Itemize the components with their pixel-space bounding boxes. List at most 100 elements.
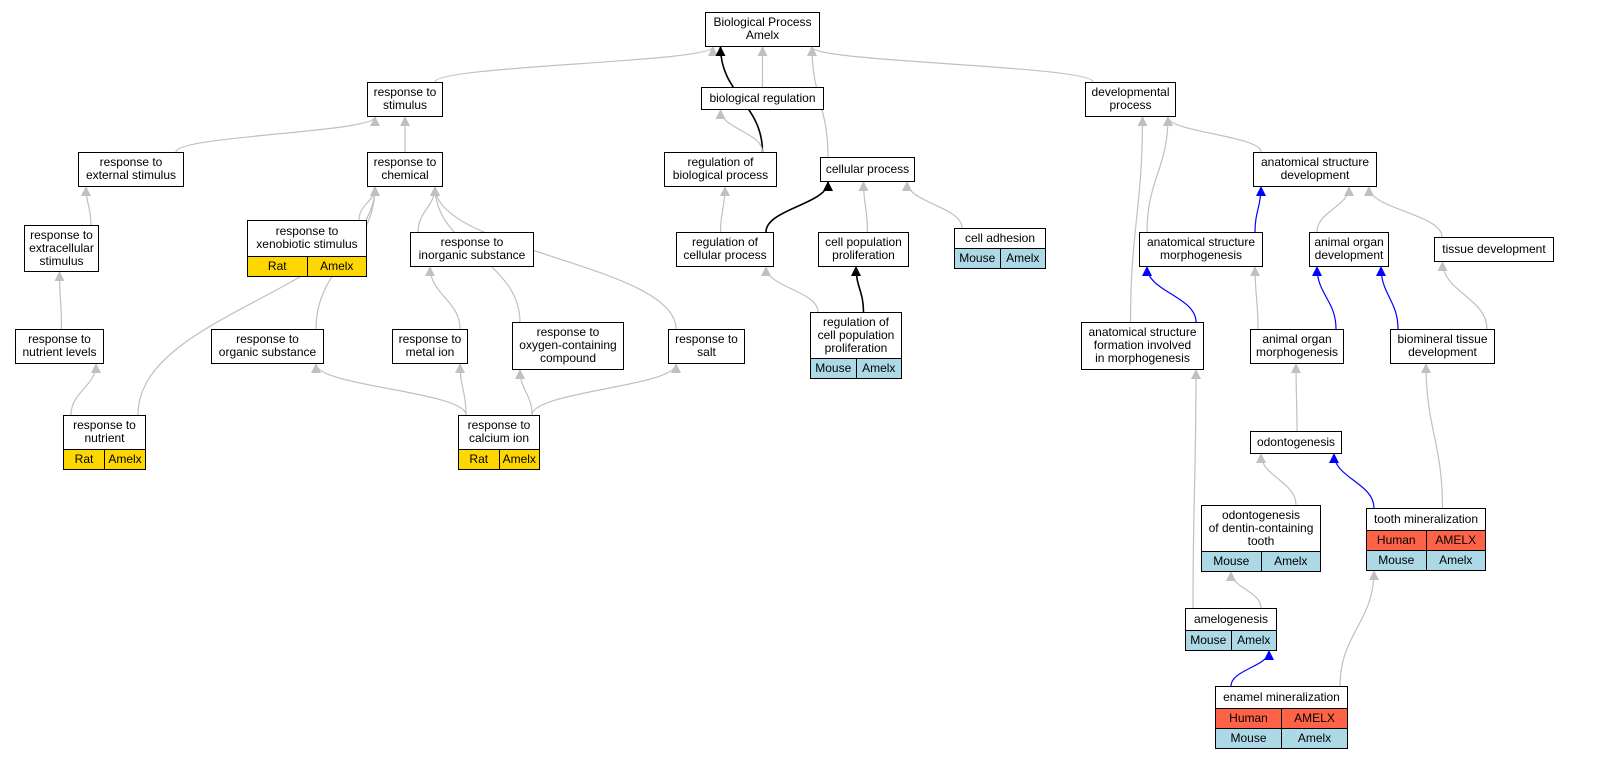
- node-odontogenesis-dentin[interactable]: odontogenesis of dentin-containing tooth…: [1201, 505, 1321, 572]
- node-response-to-external-stimulus[interactable]: response to external stimulus: [78, 152, 184, 187]
- species-cell: Rat: [469, 451, 489, 466]
- node-bp[interactable]: Biological Process Amelx: [705, 12, 820, 47]
- gene-cell: Amelx: [104, 449, 145, 469]
- regulates-edge: [765, 181, 833, 233]
- node-response-to-oxygen-containing-compound[interactable]: response to oxygen-containing compound: [512, 322, 624, 370]
- node-response-to-metal-ion[interactable]: response to metal ion: [392, 329, 468, 364]
- node-label: biological regulation: [709, 90, 816, 105]
- gene-cell: Amelx: [1281, 728, 1347, 748]
- species-cell: Mouse: [959, 250, 996, 265]
- is-a-edge: [1163, 116, 1262, 153]
- node-label: cellular process: [825, 161, 910, 176]
- node-response-to-salt[interactable]: response to salt: [668, 329, 745, 364]
- is-a-edge: [430, 186, 677, 330]
- node-label: tooth mineralization: [1373, 511, 1479, 526]
- is-a-edge: [1291, 363, 1302, 432]
- node-odontogenesis[interactable]: odontogenesis: [1250, 431, 1342, 454]
- node-label: cell population proliferation: [825, 235, 902, 263]
- gene-cell: Amelx: [999, 248, 1046, 268]
- node-regulation-of-cellular-process[interactable]: regulation of cellular process: [676, 232, 774, 267]
- node-label: response to extracellular stimulus: [29, 227, 94, 268]
- node-developmental-process[interactable]: developmental process: [1085, 82, 1176, 117]
- is-a-edge: [311, 363, 467, 416]
- node-response-to-chemical[interactable]: response to chemical: [367, 152, 443, 187]
- node-anatomical-structure-morphogenesis[interactable]: anatomical structure morphogenesis: [1139, 232, 1263, 267]
- is-a-edge: [1226, 571, 1262, 609]
- is-a-edge: [425, 266, 461, 330]
- node-label: animal organ morphogenesis: [1255, 332, 1339, 360]
- is-a-edge: [1190, 369, 1201, 609]
- node-label: response to oxygen-containing compound: [519, 325, 617, 366]
- node-label: response to stimulus: [373, 85, 437, 113]
- part-of-edge: [1329, 453, 1375, 509]
- node-label: response to inorganic substance: [418, 235, 526, 263]
- gene-cell: AMELX: [1281, 708, 1347, 728]
- node-anatomical-structure-formation[interactable]: anatomical structure formation involved …: [1081, 322, 1204, 370]
- node-anatomical-structure-development[interactable]: anatomical structure development: [1253, 152, 1377, 187]
- is-a-edge: [1250, 266, 1261, 330]
- species-cell: Mouse: [815, 360, 852, 375]
- node-regulation-of-cell-population-proliferation[interactable]: regulation of cell population proliferat…: [810, 312, 902, 379]
- gene-cell: AMELX: [1425, 530, 1486, 550]
- part-of-edge: [1376, 266, 1399, 330]
- node-label: regulation of cellular process: [683, 235, 767, 263]
- node-label: anatomical structure morphogenesis: [1146, 235, 1256, 263]
- node-response-to-organic-substance[interactable]: response to organic substance: [211, 329, 324, 364]
- is-a-edge: [902, 181, 963, 229]
- node-label: tissue development: [1442, 241, 1546, 256]
- is-a-edge: [1129, 116, 1148, 323]
- is-a-edge: [54, 271, 65, 330]
- human-annotation-row: Human AMELX: [1216, 707, 1347, 728]
- species-cell: Human: [1229, 710, 1268, 725]
- node-biological-regulation[interactable]: biological regulation: [701, 87, 824, 110]
- is-a-edge: [858, 181, 869, 233]
- gene-cell: Amelx: [1425, 550, 1486, 570]
- species-cell: Human: [1376, 532, 1416, 547]
- node-tissue-development[interactable]: tissue development: [1434, 237, 1554, 262]
- node-label: developmental process: [1091, 85, 1170, 113]
- node-label: regulation of cell population proliferat…: [817, 314, 895, 355]
- species-cell: Mouse: [1213, 553, 1250, 568]
- node-animal-organ-morphogenesis[interactable]: animal organ morphogenesis: [1250, 329, 1344, 364]
- node-response-to-extracellular-stimulus[interactable]: response to extracellular stimulus: [24, 225, 99, 272]
- is-a-edge: [1146, 116, 1173, 233]
- gene-cell: Amelx: [498, 449, 540, 469]
- node-biomineral-tissue-development[interactable]: biomineral tissue development: [1390, 329, 1495, 364]
- node-response-to-stimulus[interactable]: response to stimulus: [367, 82, 443, 117]
- is-a-edge: [531, 363, 681, 416]
- is-a-edge: [1339, 570, 1379, 687]
- is-a-edge: [1421, 363, 1444, 509]
- is-a-edge: [719, 186, 730, 233]
- is-a-edge: [761, 266, 819, 313]
- node-label: response to calcium ion: [467, 418, 531, 446]
- node-label: odontogenesis of dentin-containing tooth: [1208, 507, 1314, 548]
- node-cellular-process[interactable]: cellular process: [820, 157, 915, 182]
- node-label: animal organ development: [1314, 235, 1384, 263]
- node-response-to-nutrient-levels[interactable]: response to nutrient levels: [15, 329, 104, 364]
- node-response-to-inorganic-substance[interactable]: response to inorganic substance: [410, 232, 534, 267]
- node-label: biomineral tissue development: [1397, 332, 1488, 360]
- node-cell-population-proliferation[interactable]: cell population proliferation: [818, 232, 909, 267]
- node-animal-organ-development[interactable]: animal organ development: [1309, 232, 1389, 267]
- node-label: response to chemical: [373, 155, 437, 183]
- is-a-edge: [455, 363, 467, 416]
- node-label: response to organic substance: [218, 332, 317, 360]
- node-label: anatomical structure formation involved …: [1088, 325, 1197, 366]
- node-regulation-of-biological-process[interactable]: regulation of biological process: [664, 152, 777, 187]
